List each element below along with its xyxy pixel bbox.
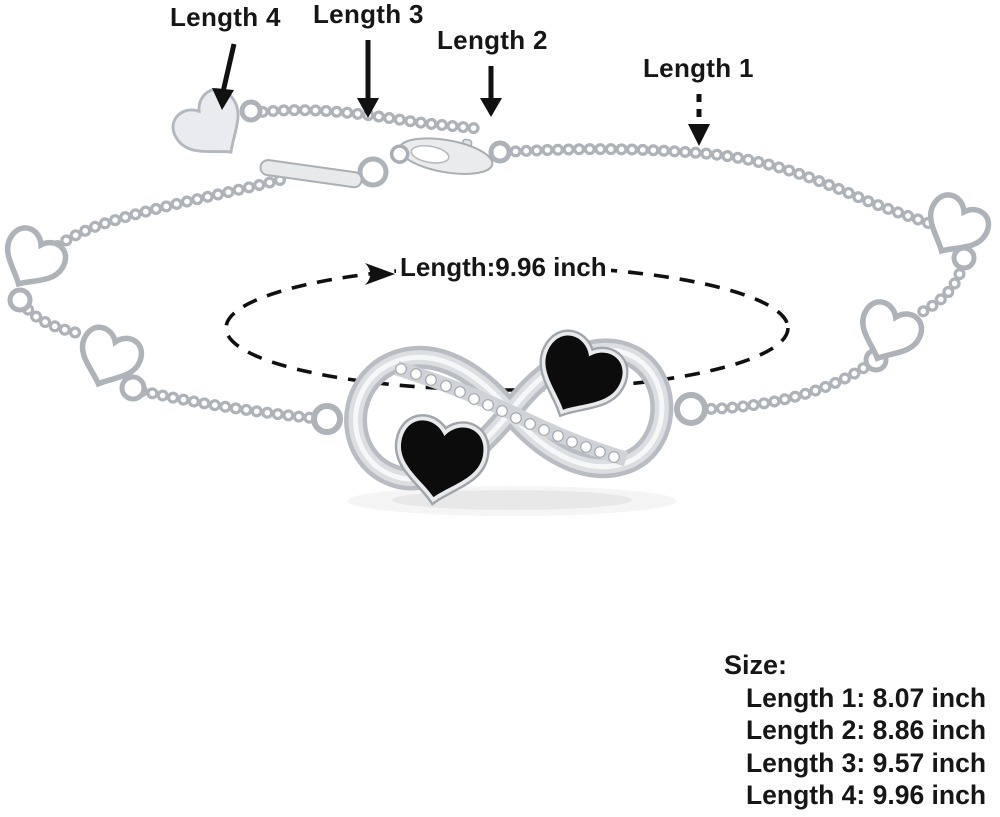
center-length-arrow-icon — [365, 263, 395, 285]
length3-arrow — [357, 40, 379, 118]
chain-left-lower-links — [139, 388, 315, 421]
length1-label: Length 1 — [643, 53, 754, 83]
charm-link-right — [674, 392, 708, 426]
chain-right-lower — [698, 356, 878, 415]
chain-left-upper — [50, 174, 286, 253]
chain-left-mid-links — [19, 298, 85, 337]
chain-right-lower-links — [701, 359, 875, 412]
center-length-label: Length:9.96 inch — [396, 251, 611, 284]
black-heart-top — [539, 329, 629, 418]
tag-ring — [239, 99, 263, 123]
extender-ring — [357, 156, 389, 188]
heart-charm-right-2 — [860, 299, 925, 362]
size-item: Length 2: 8.86 inch — [746, 715, 987, 746]
length2-label: Length 2 — [437, 25, 548, 55]
black-heart-bottom — [394, 414, 490, 506]
size-panel: Size: Length 1: 8.07 inch Length 2: 8.86… — [724, 648, 986, 812]
length3-label: Length 3 — [313, 0, 424, 29]
extender-bar-link — [259, 159, 363, 189]
chain-extender-links — [249, 107, 485, 132]
perimeter-dashed-ellipse — [224, 264, 790, 392]
charm-link-left — [311, 403, 343, 435]
heart-tag — [171, 87, 240, 154]
heart-charm-left-1 — [4, 225, 69, 288]
length2-arrow — [480, 66, 502, 117]
lobster-clasp — [389, 137, 494, 175]
chain-top — [499, 143, 937, 230]
chain — [16, 104, 969, 424]
left-heart2-ring — [119, 374, 147, 402]
heart-charm-right-1 — [927, 192, 992, 255]
length4-label: Length 4 — [170, 2, 281, 32]
size-heading: Size: — [724, 650, 788, 680]
clasp-cluster — [259, 137, 494, 189]
length4-arrow — [212, 43, 237, 110]
size-item: Length 1: 8.07 inch — [746, 683, 987, 713]
pave-band — [394, 360, 629, 467]
chain-left-mid — [16, 295, 88, 340]
heart-charm-left-2 — [79, 324, 145, 388]
infinity-charm — [311, 329, 708, 506]
right-heart1-ring — [951, 245, 977, 271]
charm-shadow — [347, 486, 677, 516]
left-heart1-ring — [7, 287, 33, 313]
chain-top-links — [502, 146, 934, 227]
size-item: Length 3: 9.57 inch — [746, 747, 987, 778]
size-item: Length 4: 9.96 inch — [746, 780, 987, 811]
chain-right-upper-links — [919, 261, 966, 315]
length1-arrow — [688, 94, 710, 146]
connector-rings — [7, 99, 977, 402]
heart-station-charms — [4, 192, 992, 388]
clasp-end-ring — [488, 140, 512, 164]
size-items: Length 1: 8.07 inch Length 2: 8.86 inch … — [746, 682, 986, 812]
chain-right-upper — [916, 258, 969, 318]
